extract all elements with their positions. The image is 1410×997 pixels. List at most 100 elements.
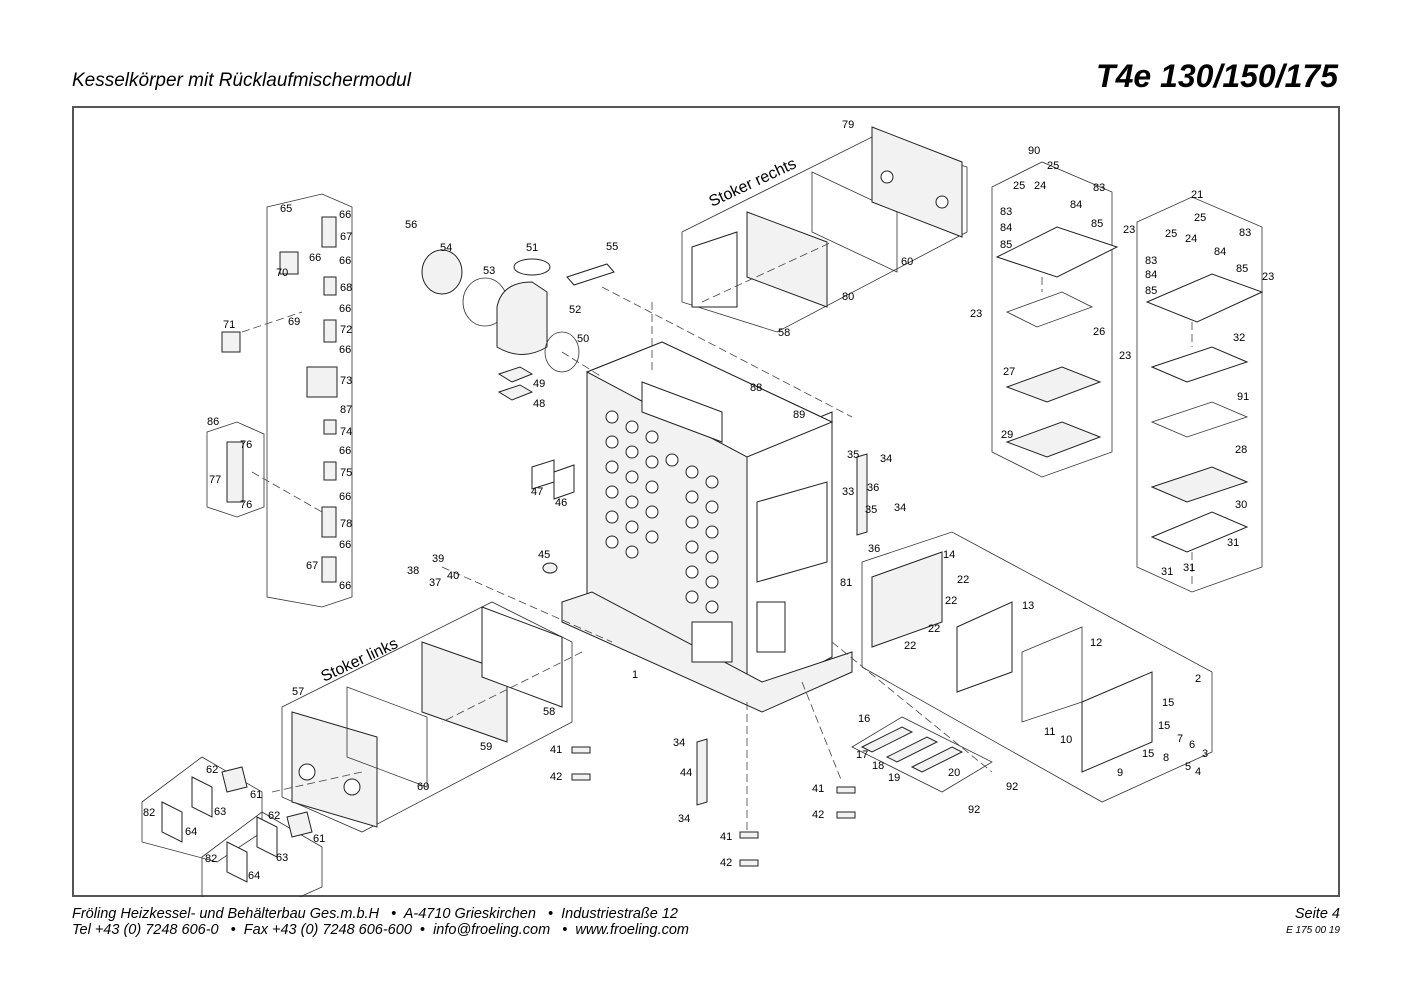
callout-65a: 66 bbox=[339, 209, 351, 221]
footer-contact: Tel +43 (0) 7248 606-0 • Fax +43 (0) 724… bbox=[72, 922, 689, 938]
callout-36b: 36 bbox=[868, 543, 880, 555]
callout-3: 3 bbox=[1202, 748, 1208, 760]
exploded-view-drawing: Stoker rechts Stoker links 1 2 3 4 5 6 7… bbox=[141, 119, 1274, 897]
callout-44: 45 bbox=[538, 549, 550, 561]
callout-61a: 62 bbox=[206, 764, 218, 776]
callout-27: 27 bbox=[1003, 366, 1015, 378]
callout-10: 10 bbox=[1060, 734, 1072, 746]
part-59-l bbox=[346, 686, 428, 788]
page-subtitle: Kesselkörper mit Rücklaufmischermodul bbox=[72, 70, 411, 91]
callout-41c: 41 bbox=[812, 783, 824, 795]
callout-49: 50 bbox=[577, 333, 589, 345]
callout-23b: 23 bbox=[970, 308, 982, 320]
callout-5: 5 bbox=[1185, 761, 1191, 773]
callout-91a: 92 bbox=[1006, 781, 1018, 793]
callout-28: 28 bbox=[1235, 444, 1247, 456]
mixer-module-outline bbox=[266, 193, 353, 608]
callout-4: 4 bbox=[1195, 766, 1201, 778]
part-13 bbox=[956, 601, 1013, 693]
label-stoker-links: Stoker links bbox=[319, 635, 401, 685]
part-76 bbox=[226, 441, 244, 503]
callout-46: 47 bbox=[531, 486, 543, 498]
callout-71: 72 bbox=[340, 324, 352, 336]
callout-15a: 15 bbox=[1162, 697, 1174, 709]
footer-company: Fröling Heizkessel- und Behälterbau Ges.… bbox=[72, 906, 678, 922]
part-42-c bbox=[836, 811, 856, 819]
callout-31b: 31 bbox=[1161, 566, 1173, 578]
callout-62b: 63 bbox=[276, 852, 288, 864]
callout-1: 1 bbox=[632, 669, 638, 681]
callout-23a: 23 bbox=[1123, 224, 1135, 236]
callout-79: 80 bbox=[842, 291, 854, 303]
callout-6: 6 bbox=[1189, 739, 1195, 751]
callout-82a: 83 bbox=[1093, 182, 1105, 194]
callout-75b: 76 bbox=[240, 499, 252, 511]
callout-83a: 84 bbox=[1070, 199, 1082, 211]
callout-42b: 42 bbox=[720, 857, 732, 869]
callout-54: 55 bbox=[606, 241, 618, 253]
callout-89: 90 bbox=[1028, 145, 1040, 157]
callout-23c: 23 bbox=[1119, 350, 1131, 362]
callout-26: 26 bbox=[1093, 326, 1105, 338]
callout-22d: 22 bbox=[904, 640, 916, 652]
callout-65h: 66 bbox=[339, 539, 351, 551]
callout-34c: 34 bbox=[673, 737, 685, 749]
callout-65g: 66 bbox=[339, 491, 351, 503]
callout-88: 89 bbox=[793, 409, 805, 421]
callout-38: 38 bbox=[407, 565, 419, 577]
callout-24b: 24 bbox=[1185, 233, 1197, 245]
callout-40: 40 bbox=[447, 570, 459, 582]
callout-51: 52 bbox=[569, 304, 581, 316]
callout-66a: 67 bbox=[340, 231, 352, 243]
callout-14: 14 bbox=[943, 549, 955, 561]
part-57-r bbox=[691, 231, 738, 308]
callout-84d: 85 bbox=[1145, 285, 1157, 297]
callout-69: 70 bbox=[276, 267, 288, 279]
callout-65c: 66 bbox=[339, 255, 351, 267]
callout-85: 86 bbox=[207, 416, 219, 428]
callout-35a: 35 bbox=[847, 449, 859, 461]
callout-64: 65 bbox=[280, 203, 292, 215]
callout-84c: 85 bbox=[1236, 263, 1248, 275]
part-44 bbox=[542, 562, 558, 574]
callout-52: 53 bbox=[483, 265, 495, 277]
callout-7: 7 bbox=[1177, 733, 1183, 745]
assembly-lines bbox=[241, 241, 1193, 832]
callout-25d: 25 bbox=[1165, 228, 1177, 240]
callout-39: 39 bbox=[432, 553, 444, 565]
part-41-b bbox=[739, 831, 759, 839]
part-group-16-20 bbox=[851, 716, 993, 793]
part-33 bbox=[856, 453, 868, 536]
callout-68: 69 bbox=[288, 316, 300, 328]
callout-74: 75 bbox=[340, 467, 352, 479]
callout-84b: 85 bbox=[1000, 239, 1012, 251]
label-stoker-rechts: Stoker rechts bbox=[707, 155, 800, 210]
callout-87: 88 bbox=[750, 382, 762, 394]
boiler-body bbox=[561, 341, 853, 713]
callout-82c: 83 bbox=[1239, 227, 1251, 239]
callout-19: 19 bbox=[888, 772, 900, 784]
part-42-a bbox=[571, 773, 591, 781]
model-title: T4e 130/150/175 bbox=[1096, 58, 1338, 94]
callout-47: 48 bbox=[533, 398, 545, 410]
callout-45: 46 bbox=[555, 497, 567, 509]
part-45 bbox=[553, 464, 575, 500]
callout-55: 56 bbox=[405, 219, 417, 231]
callout-24a: 24 bbox=[1034, 180, 1046, 192]
callout-77: 78 bbox=[340, 518, 352, 530]
callout-58: 59 bbox=[480, 741, 492, 753]
callout-41a: 41 bbox=[550, 744, 562, 756]
callout-83d: 84 bbox=[1145, 269, 1157, 281]
exploded-view-frame: Stoker rechts Stoker links 1 2 3 4 5 6 7… bbox=[72, 106, 1340, 897]
callout-90: 91 bbox=[1237, 391, 1249, 403]
callout-53: 54 bbox=[440, 242, 452, 254]
callout-43: 44 bbox=[680, 767, 692, 779]
callout-25b: 25 bbox=[1013, 180, 1025, 192]
callout-59b: 60 bbox=[417, 781, 429, 793]
callout-70: 71 bbox=[223, 319, 235, 331]
callout-18: 18 bbox=[872, 760, 884, 772]
part-41-c bbox=[836, 786, 856, 794]
callout-67: 68 bbox=[340, 282, 352, 294]
fan-unit bbox=[421, 249, 615, 401]
footer-doc-code: E 175 00 19 bbox=[1286, 925, 1340, 936]
